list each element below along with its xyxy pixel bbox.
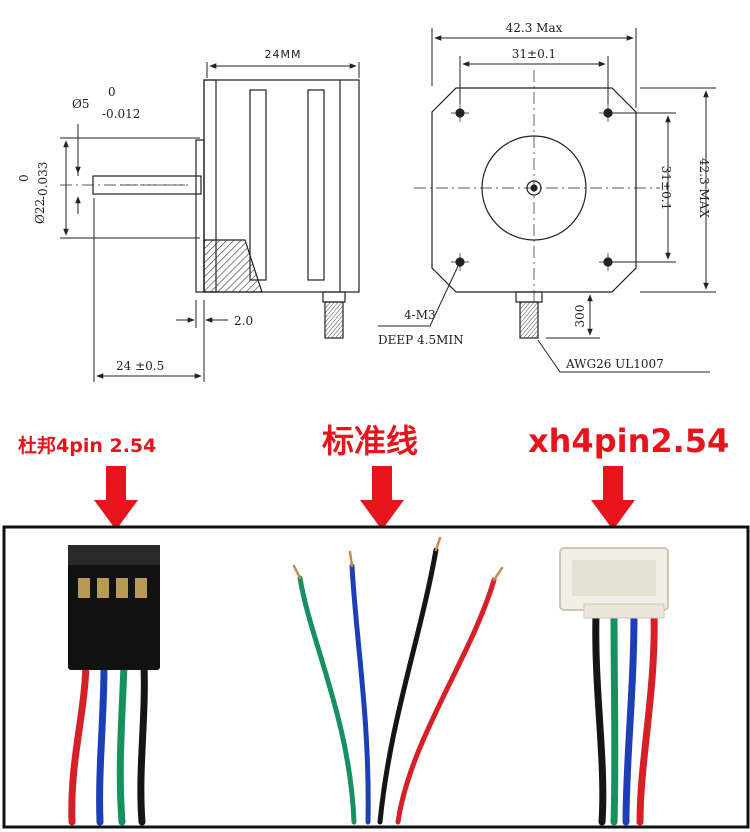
dim-lead-length: 300 (573, 305, 587, 328)
lead-wires-side (324, 301, 344, 339)
dim-shaft-tol-upper: 0 (108, 85, 116, 99)
lead-wires-front (519, 301, 539, 339)
dim-boss-tol-lower: -0.033 (36, 162, 50, 200)
dim-boss-tol-upper: 0 (17, 174, 31, 182)
side-view (60, 79, 360, 339)
dim-hole-spacing-h: 31±0.1 (512, 47, 556, 61)
arrow-down-icon (360, 466, 404, 530)
standard-wires (292, 536, 504, 825)
dim-flange-thickness: 2.0 (234, 314, 253, 328)
label-screw-depth: DEEP 4.5MIN (378, 333, 464, 347)
dupont-connector (68, 545, 160, 826)
dim-hole-spacing-v: 31±0.1 (659, 166, 673, 210)
front-view (414, 70, 660, 339)
label-standard: 标准线 (322, 422, 418, 460)
motor-body (203, 79, 360, 293)
label-screw-size: 4-M3 (404, 308, 436, 322)
flange (195, 139, 205, 293)
dim-height-max: 42.3 MAX (697, 158, 711, 218)
section-hatch (203, 239, 263, 293)
label-wire-spec: AWG26 UL1007 (565, 357, 664, 371)
dim-shaft-diameter: Ø5 (72, 97, 89, 111)
mounting-hole (451, 253, 469, 271)
xh-connector (559, 547, 669, 826)
label-dupont: 杜邦4pin 2.54 (18, 434, 156, 457)
dim-shaft-tol-lower: -0.012 (102, 107, 140, 121)
label-xh: xh4pin2.54 (528, 422, 729, 460)
dim-body-length: 24MM (265, 48, 302, 61)
dim-boss-diameter: Ø22 (33, 199, 47, 224)
arrow-down-icon (94, 466, 138, 530)
dim-width-max: 42.3 Max (506, 21, 563, 35)
dim-shaft-length: 24 ±0.5 (116, 359, 164, 373)
mounting-hole (451, 104, 469, 122)
motor-face (431, 87, 637, 293)
arrow-down-icon (591, 466, 635, 530)
